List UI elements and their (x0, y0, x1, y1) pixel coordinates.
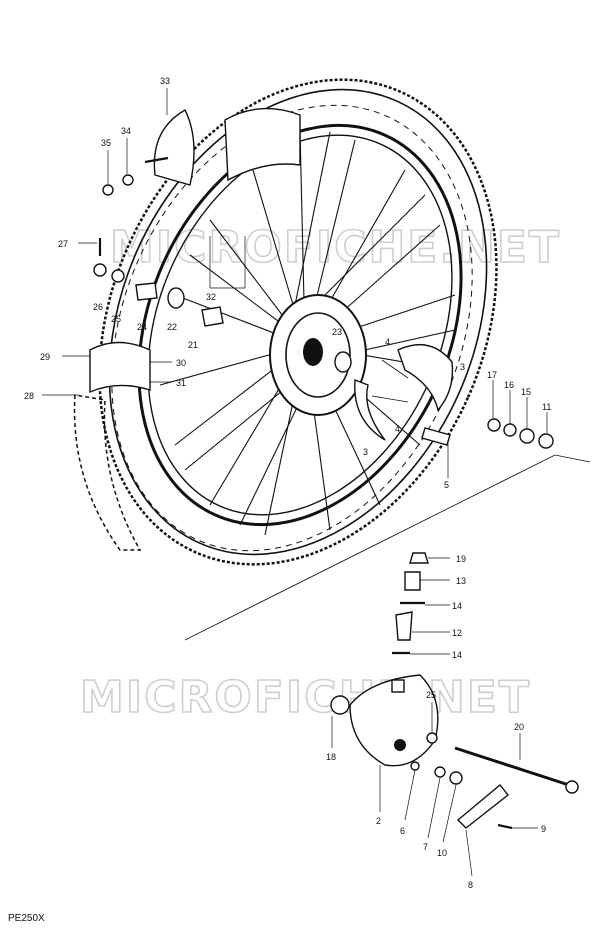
callout-25: 25 (111, 314, 121, 324)
watermark-top: MICROFICHE.NET (110, 222, 561, 273)
callout-4-lower: 4 (395, 424, 400, 434)
callout-16: 16 (504, 380, 514, 390)
callout-30: 30 (176, 358, 186, 368)
callout-labels: 33 34 35 27 26 25 24 22 21 32 23 29 30 3… (24, 76, 551, 890)
callout-22: 22 (167, 322, 177, 332)
callout-24: 24 (137, 322, 147, 332)
callout-12: 12 (452, 628, 462, 638)
axle-and-arm (410, 746, 579, 830)
callout-5: 5 (444, 480, 449, 490)
callout-17: 17 (487, 370, 497, 380)
tube-and-band (73, 107, 301, 551)
callout-19: 19 (456, 554, 466, 564)
callout-27: 27 (58, 239, 68, 249)
callout-9: 9 (541, 824, 546, 834)
callout-2: 2 (376, 816, 381, 826)
callout-29: 29 (40, 352, 50, 362)
callout-14-lower: 14 (452, 650, 462, 660)
axle-parts-right (421, 418, 554, 449)
rim-lock-part (102, 109, 195, 196)
callout-32: 32 (206, 292, 216, 302)
leader-lines (42, 88, 548, 877)
watermark-bottom: MICROFICHE.NET (80, 672, 531, 723)
callout-28: 28 (24, 391, 34, 401)
brake-shoes (354, 343, 454, 441)
callout-33: 33 (160, 76, 170, 86)
callout-34: 34 (121, 126, 131, 136)
callout-13: 13 (456, 576, 466, 586)
callout-11: 11 (542, 402, 551, 412)
callout-3-upper: 3 (460, 362, 465, 372)
brake-panel (330, 674, 439, 767)
callout-3-lower: 3 (363, 447, 368, 457)
callout-15: 15 (521, 387, 531, 397)
callout-35: 35 (101, 138, 111, 148)
callout-23: 23 (332, 327, 342, 337)
callout-4-upper: 4 (385, 337, 390, 347)
callout-14-upper: 14 (452, 601, 462, 611)
callout-31: 31 (176, 378, 186, 388)
hub (269, 294, 367, 416)
callout-8: 8 (468, 880, 473, 890)
callout-26: 26 (93, 302, 103, 312)
callout-10: 10 (437, 848, 447, 858)
callout-21: 21 (188, 340, 198, 350)
callout-20: 20 (514, 722, 524, 732)
callout-25-lower: 25 (426, 690, 436, 700)
cam-parts (392, 552, 429, 655)
axle-spacers (93, 238, 224, 327)
callout-6: 6 (400, 826, 405, 836)
explode-lines (184, 454, 591, 641)
model-code-caption: PE250X (8, 913, 45, 924)
callout-18: 18 (326, 752, 336, 762)
callout-7: 7 (423, 842, 428, 852)
